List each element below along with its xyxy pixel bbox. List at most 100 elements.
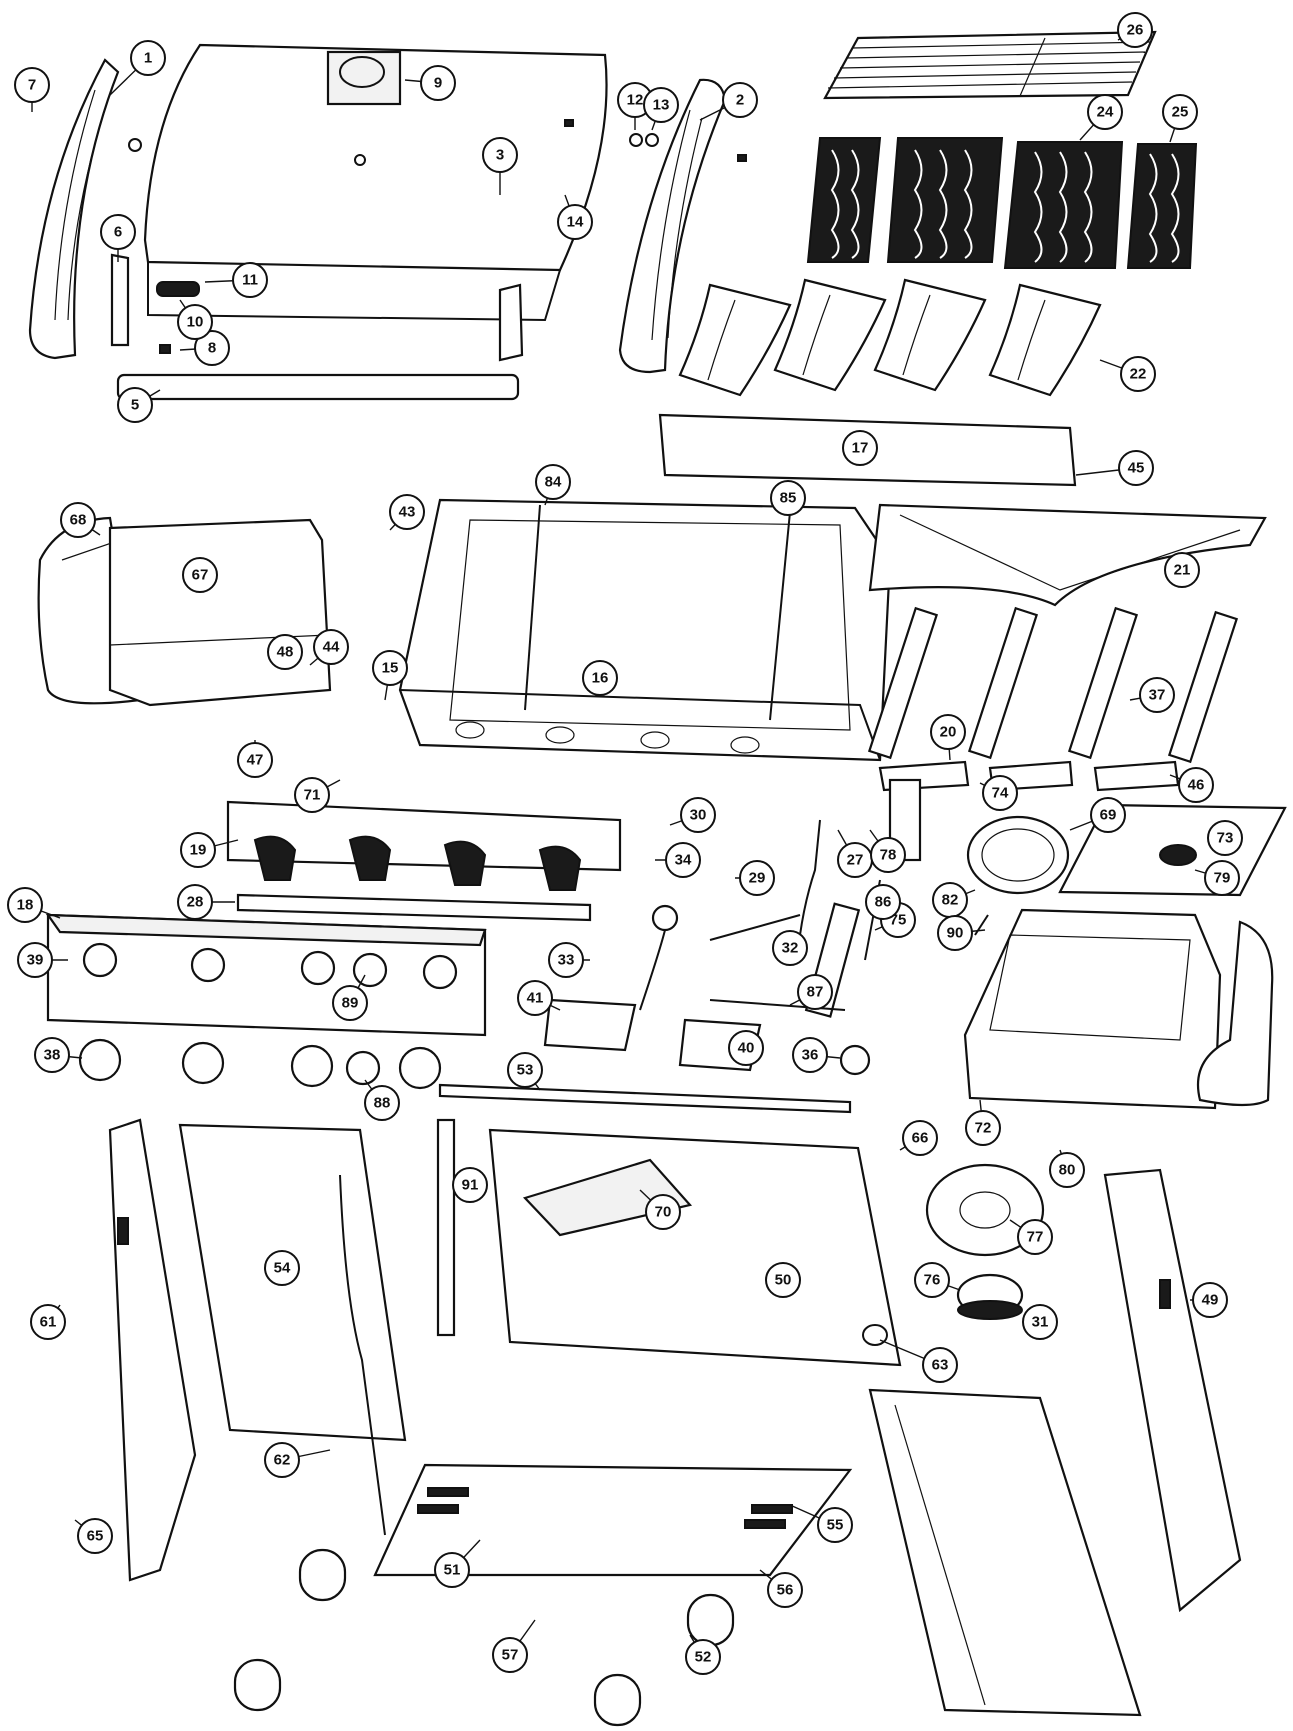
callout-circle-28 [177, 884, 213, 920]
callout-circle-22 [1120, 356, 1156, 392]
callout-circle-8 [194, 330, 230, 366]
callout-75: 75 [874, 902, 916, 938]
callout-61: 61 [30, 1304, 66, 1340]
callout-label-40: 40 [738, 1040, 755, 1057]
callout-circle-50 [765, 1262, 801, 1298]
callout-label-56: 56 [777, 1582, 794, 1599]
callout-circle-32 [772, 930, 808, 966]
callout-78: 78 [869, 829, 906, 873]
callout-label-73: 73 [1217, 830, 1234, 847]
callout-3: 3 [482, 137, 518, 195]
callout-label-1: 1 [144, 50, 152, 67]
callout-circle-14 [557, 204, 593, 240]
callout-84: 84 [535, 464, 571, 506]
callout-label-89: 89 [342, 995, 359, 1012]
callout-label-66: 66 [912, 1130, 929, 1147]
callout-66: 66 [899, 1120, 938, 1156]
callout-label-54: 54 [274, 1260, 291, 1277]
callout-label-3: 3 [496, 147, 504, 164]
callout-51: 51 [434, 1539, 481, 1588]
callout-label-30: 30 [690, 807, 707, 824]
burner-tubes [867, 606, 1239, 764]
callout-30: 30 [669, 797, 716, 833]
callout-label-74: 74 [992, 785, 1009, 802]
callout-label-57: 57 [502, 1647, 519, 1664]
callout-9: 9 [404, 65, 456, 101]
callout-label-2: 2 [736, 92, 744, 109]
firebox [398, 498, 892, 762]
callout-label-38: 38 [44, 1047, 61, 1064]
callout-circle-73 [1207, 820, 1243, 856]
callout-circle-11 [232, 262, 268, 298]
callout-52: 52 [685, 1634, 721, 1675]
callout-29: 29 [735, 860, 775, 896]
callout-circle-31 [1022, 1304, 1058, 1340]
callout-6: 6 [100, 214, 136, 262]
callout-48: 48 [267, 634, 303, 670]
callout-label-29: 29 [749, 870, 766, 887]
callout-label-22: 22 [1130, 366, 1147, 383]
callout-circle-53 [507, 1052, 543, 1088]
callout-circle-74 [982, 775, 1018, 811]
callout-label-49: 49 [1202, 1292, 1219, 1309]
callout-label-65: 65 [87, 1528, 104, 1545]
callout-circle-91 [452, 1167, 488, 1203]
callout-circle-71 [294, 777, 330, 813]
callout-circle-76 [914, 1262, 950, 1298]
callout-circle-13 [643, 87, 679, 123]
callout-circle-41 [517, 980, 553, 1016]
callout-circle-63 [922, 1347, 958, 1383]
callout-circle-66 [902, 1120, 938, 1156]
callout-circle-52 [685, 1639, 721, 1675]
callout-label-5: 5 [131, 397, 139, 414]
callout-33: 33 [548, 942, 590, 978]
callout-label-63: 63 [932, 1357, 949, 1374]
callout-67: 67 [182, 557, 218, 593]
callout-circle-16 [582, 660, 618, 696]
regulator [639, 904, 679, 1011]
cabinet-right-panel [1103, 1168, 1242, 1613]
callout-17: 17 [842, 430, 878, 466]
callout-circle-40 [728, 1030, 764, 1066]
callout-85: 85 [770, 480, 806, 516]
callout-label-50: 50 [775, 1272, 792, 1289]
callout-circle-44 [313, 629, 349, 665]
callout-31: 31 [1022, 1304, 1058, 1340]
callout-39: 39 [17, 942, 68, 978]
callout-57: 57 [492, 1619, 536, 1673]
callout-label-52: 52 [695, 1649, 712, 1666]
callout-label-12: 12 [627, 92, 644, 109]
callout-circle-43 [389, 494, 425, 530]
callout-label-9: 9 [434, 75, 442, 92]
callout-circle-86 [865, 884, 901, 920]
callout-circle-33 [548, 942, 584, 978]
callout-circle-20 [930, 714, 966, 750]
callout-74: 74 [979, 775, 1018, 811]
callout-label-8: 8 [208, 340, 216, 357]
callout-77: 77 [1009, 1219, 1053, 1255]
callout-circle-38 [34, 1037, 70, 1073]
callout-circle-62 [264, 1442, 300, 1478]
callout-label-18: 18 [17, 897, 34, 914]
callout-circle-69 [1090, 797, 1126, 833]
callout-label-85: 85 [780, 490, 797, 507]
callout-32: 32 [772, 930, 808, 966]
callout-label-37: 37 [1149, 687, 1166, 704]
side-burner-box [963, 908, 1274, 1110]
control-knobs [78, 1038, 442, 1090]
callout-37: 37 [1129, 677, 1175, 713]
callout-10: 10 [177, 299, 213, 340]
callout-circle-87 [797, 974, 833, 1010]
callout-circle-29 [739, 860, 775, 896]
callout-label-77: 77 [1027, 1229, 1044, 1246]
callout-label-31: 31 [1032, 1314, 1049, 1331]
callout-62: 62 [264, 1442, 331, 1478]
callout-44: 44 [309, 629, 349, 666]
callout-label-80: 80 [1059, 1162, 1076, 1179]
valve-manifold [226, 800, 622, 922]
callout-circle-90 [937, 915, 973, 951]
callout-41: 41 [517, 980, 561, 1016]
side-burner-ring [966, 815, 1070, 895]
callout-circle-49 [1192, 1282, 1228, 1318]
